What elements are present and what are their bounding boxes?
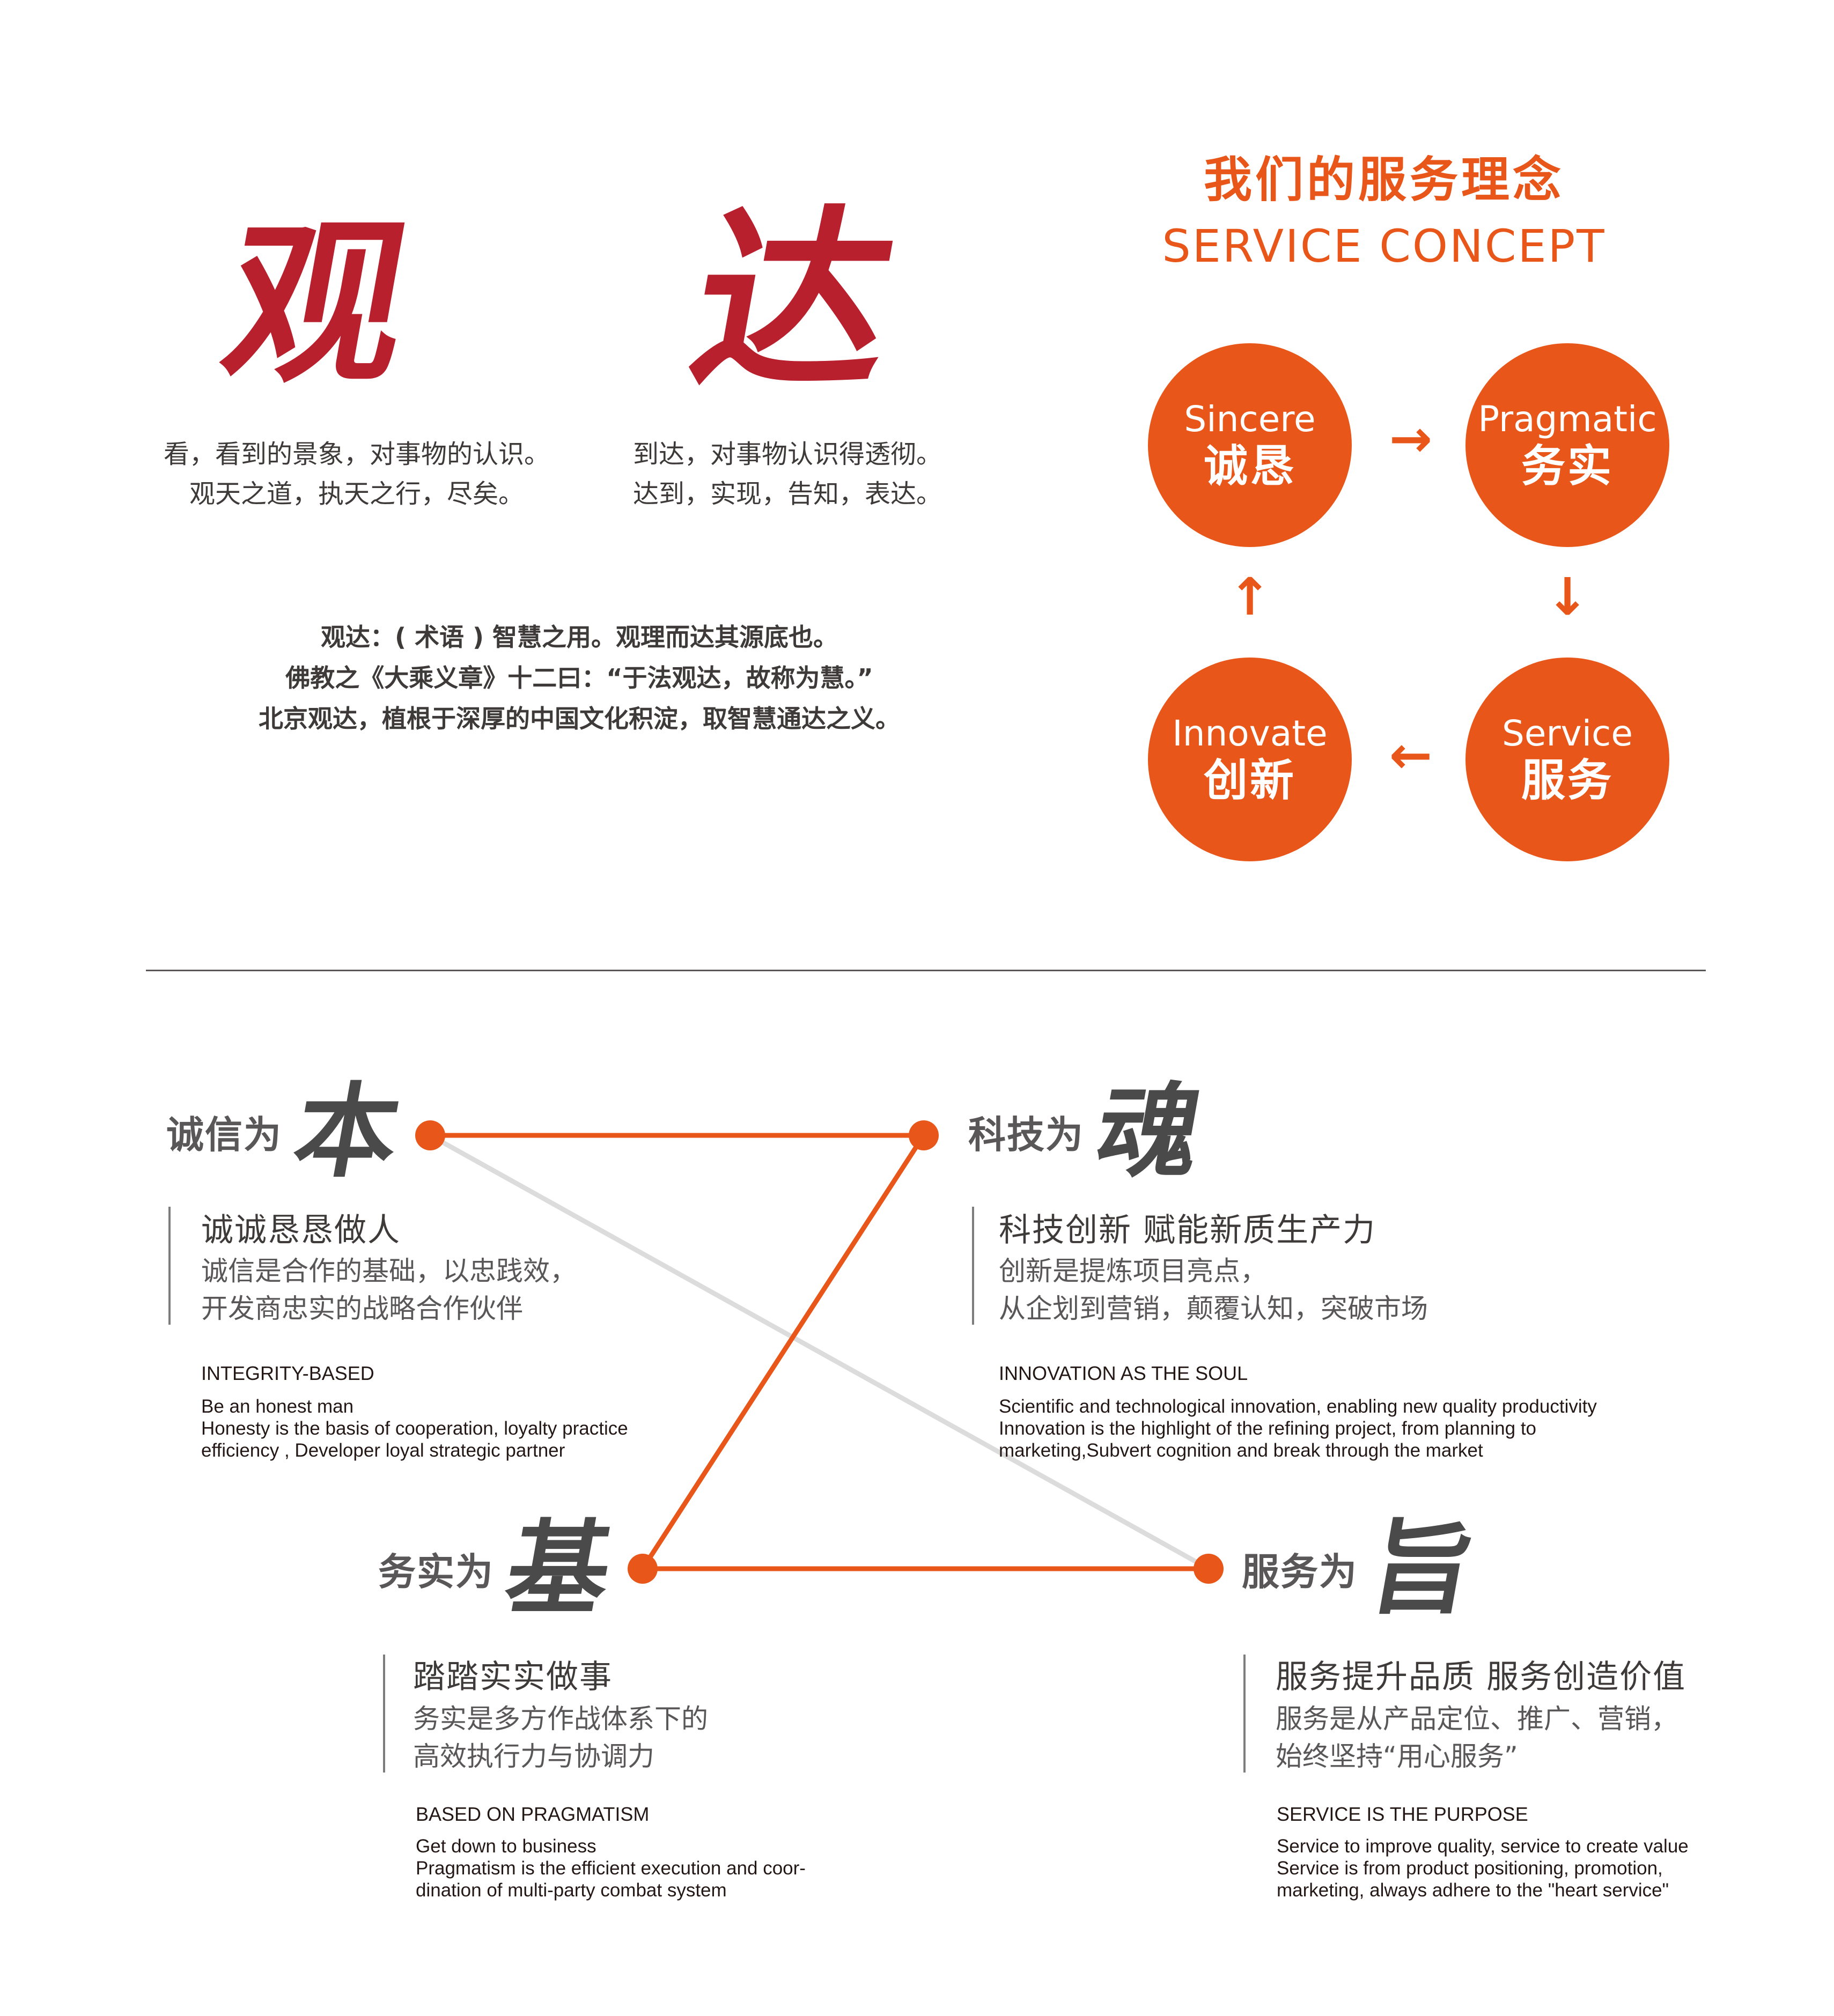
value-en-line: Be an honest man (201, 1396, 354, 1417)
guan-desc-line: 观天之道，执天之行，尽矣。 (189, 479, 524, 509)
circle-pragmatic: Pragmatic 务实 (1465, 343, 1669, 547)
value-body-line: 诚信是合作的基础，以忠践效， (201, 1256, 577, 1287)
value-en-body: Service to improve quality, service to c… (1277, 1835, 1689, 1901)
quote-line: 观达：( 术语 ) 智慧之用。观理而达其源底也。 (320, 623, 838, 652)
value-bar (1243, 1655, 1246, 1773)
value-heading-pragmatism: 务实为基 (378, 1509, 621, 1628)
circle-en-label: Innovate (1172, 713, 1328, 754)
value-en-line: Get down to business (416, 1836, 596, 1857)
arrow-left-icon: ← (1389, 725, 1433, 785)
value-body: 诚信是合作的基础，以忠践效， 开发商忠实的战略合作伙伴 (201, 1252, 577, 1327)
connector-diagonal (640, 1134, 926, 1570)
value-body-line: 开发商忠实的战略合作伙伴 (201, 1293, 523, 1324)
value-big-char: 基 (497, 1509, 621, 1628)
value-body: 服务是从产品定位、推广、营销， 始终坚持“用心服务” (1276, 1700, 1678, 1775)
value-label: 科技为 (968, 1112, 1084, 1157)
value-en-body: Get down to business Pragmatism is the e… (416, 1835, 806, 1901)
value-body-line: 从企划到营销，颠覆认知，突破市场 (999, 1293, 1428, 1324)
service-concept-title: 我们的服务理念 (1204, 152, 1564, 208)
value-en-line: Scientific and technological innovation,… (999, 1396, 1597, 1417)
value-en-body: Be an honest man Honesty is the basis of… (201, 1395, 628, 1461)
value-big-char: 旨 (1361, 1509, 1484, 1628)
circle-en-label: Pragmatic (1478, 398, 1657, 440)
service-concept-subtitle: SERVICE CONCEPT (1162, 220, 1606, 272)
da-desc-line: 到达，对事物认识得透彻。 (633, 439, 942, 469)
value-en-line: dination of multi-party combat system (416, 1880, 727, 1901)
node-dot (909, 1120, 939, 1150)
brand-quote: 观达：( 术语 ) 智慧之用。观理而达其源底也。 佛教之《大乘义章》十二曰：“于… (123, 617, 1035, 739)
value-bar (383, 1655, 385, 1773)
arrow-right-icon: → (1389, 409, 1433, 469)
value-bar (168, 1207, 171, 1325)
value-en-line: Service to improve quality, service to c… (1277, 1836, 1689, 1857)
section-divider (146, 970, 1706, 971)
value-en-line: marketing, always adhere to the "heart s… (1277, 1880, 1669, 1901)
value-bar (972, 1207, 974, 1325)
value-title: 服务提升品质 服务创造价值 (1276, 1658, 1686, 1696)
circle-en-label: Sincere (1184, 398, 1316, 440)
guan-description: 看，看到的景象，对事物的认识。 观天之道，执天之行，尽矣。 (142, 434, 571, 514)
da-description: 到达，对事物认识得透彻。 达到，实现，告知，表达。 (633, 434, 976, 514)
node-dot (415, 1120, 445, 1150)
value-body-line: 服务是从产品定位、推广、营销， (1276, 1703, 1678, 1734)
value-heading-innovation: 科技为魂 (968, 1072, 1211, 1191)
value-label: 服务为 (1242, 1549, 1358, 1594)
circle-cn-label: 务实 (1521, 441, 1614, 492)
value-en-line: Innovation is the highlight of the refin… (999, 1418, 1537, 1439)
value-en-title: BASED ON PRAGMATISM (416, 1803, 650, 1825)
value-title: 诚诚恳恳做人 (201, 1212, 401, 1249)
value-heading-integrity: 诚信为本 (166, 1072, 409, 1191)
da-desc-line: 达到，实现，告知，表达。 (633, 479, 942, 509)
node-dot (1194, 1554, 1224, 1584)
arrow-down-icon: ↓ (1545, 567, 1589, 627)
value-title: 踏踏实实做事 (413, 1658, 613, 1696)
value-body: 务实是多方作战体系下的 高效执行力与协调力 (413, 1700, 708, 1775)
quote-line: 北京观达，植根于深厚的中国文化积淀，取智慧通达之义。 (259, 704, 900, 733)
value-body-line: 始终坚持“用心服务” (1276, 1741, 1518, 1772)
circle-cn-label: 服务 (1521, 755, 1614, 806)
value-body-line: 务实是多方作战体系下的 (413, 1703, 708, 1734)
connector-gray (429, 1133, 1210, 1571)
value-en-title: INTEGRITY-BASED (201, 1362, 374, 1384)
circle-innovate: Innovate 创新 (1148, 658, 1352, 861)
value-en-line: marketing,Subvert cognition and break th… (999, 1440, 1483, 1461)
value-body-line: 创新是提炼项目亮点， (999, 1256, 1267, 1287)
value-en-line: efficiency , Developer loyal strategic p… (201, 1440, 565, 1461)
circle-sincere: Sincere 诚恳 (1148, 343, 1352, 547)
node-dot (628, 1554, 658, 1584)
value-heading-service: 服务为旨 (1242, 1509, 1484, 1628)
circle-en-label: Service (1502, 713, 1633, 754)
value-label: 务实为 (378, 1549, 494, 1594)
quote-line: 佛教之《大乘义章》十二曰：“于法观达，故称为慧。” (285, 663, 873, 692)
value-en-line: Honesty is the basis of cooperation, loy… (201, 1418, 628, 1439)
arrow-up-icon: ↑ (1228, 567, 1272, 627)
value-en-title: INNOVATION AS THE SOUL (999, 1362, 1248, 1384)
value-en-line: Service is from product positioning, pro… (1277, 1858, 1663, 1879)
value-body-line: 高效执行力与协调力 (413, 1741, 654, 1772)
value-body: 创新是提炼项目亮点， 从企划到营销，颠覆认知，突破市场 (999, 1252, 1428, 1327)
value-en-body: Scientific and technological innovation,… (999, 1395, 1597, 1461)
value-big-char: 魂 (1087, 1072, 1211, 1191)
value-label: 诚信为 (166, 1112, 282, 1157)
value-title: 科技创新 赋能新质生产力 (999, 1212, 1376, 1249)
guan-desc-line: 看，看到的景象，对事物的认识。 (163, 439, 550, 469)
value-big-char: 本 (285, 1072, 409, 1191)
value-en-line: Pragmatism is the efficient execution an… (416, 1858, 806, 1879)
circle-service: Service 服务 (1465, 658, 1669, 861)
value-en-title: SERVICE IS THE PURPOSE (1277, 1803, 1528, 1825)
circle-cn-label: 诚恳 (1203, 441, 1296, 492)
circle-cn-label: 创新 (1203, 755, 1296, 806)
